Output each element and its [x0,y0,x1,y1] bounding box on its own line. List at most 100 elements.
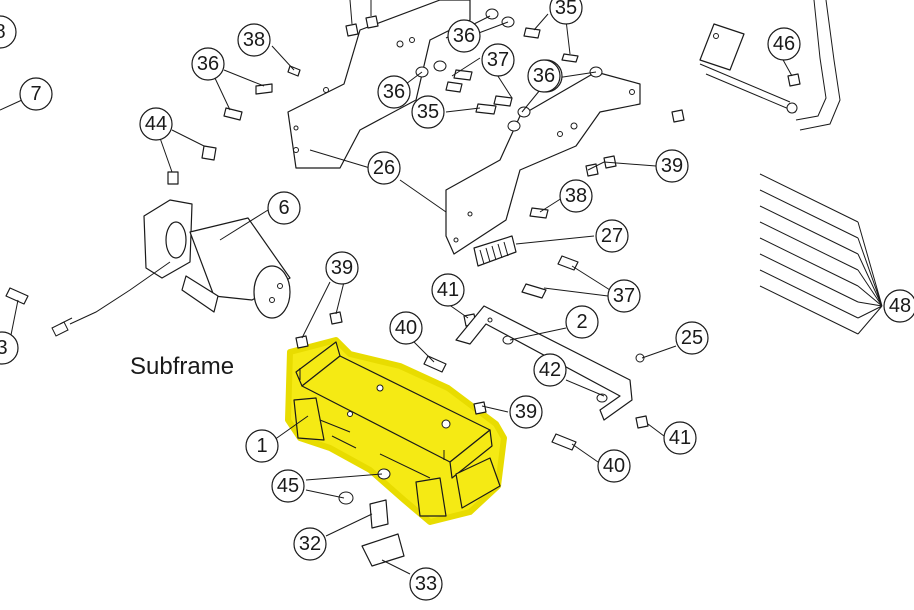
callout-label: 40 [603,455,625,477]
callout-label: 36 [383,81,405,103]
callout-label: 32 [299,533,321,555]
callout-42: 42 [533,353,567,387]
callout-label: 41 [669,427,691,449]
callout-label: 38 [243,29,265,51]
callout-circle [549,0,583,25]
callout-26: 26 [367,151,401,185]
callout-label: 8 [0,21,6,43]
callout-label: 35 [555,0,577,19]
callout-7: 7 [19,77,53,111]
callout-circle [191,47,225,81]
callout-circle [509,395,543,429]
callout-label: 37 [487,49,509,71]
callout-38: 38 [559,179,593,213]
callout-circle [139,107,173,141]
winch-part [51,199,291,337]
callout-circle [411,95,445,129]
callout-38: 38 [237,23,271,57]
callout-35: 35 [549,0,583,25]
handle-part [699,0,841,131]
callout-label: 2 [576,311,587,333]
callout-circle [663,421,697,455]
callout-8: 8 [0,15,17,49]
callout-circle [481,43,515,77]
callout-circle [0,331,19,365]
subframe-part [293,341,501,517]
callout-35: 35 [411,95,445,129]
callout-6: 6 [267,191,301,225]
callout-label: 7 [30,83,41,105]
callout-circle [559,179,593,213]
callout-36: 36 [377,75,411,109]
callout-41: 41 [431,273,465,307]
callout-37: 37 [481,43,515,77]
callout-label: 27 [601,225,623,247]
callout-circle [675,321,709,355]
callout-circle [0,15,17,49]
callout-1: 1 [245,429,279,463]
callout-27: 27 [595,219,629,253]
callout-label: 39 [515,401,537,423]
callout-label: 26 [373,157,395,179]
callout-40: 40 [389,311,423,345]
callout-33: 33 [409,567,443,601]
callout-39: 39 [325,251,359,285]
callout-label: 38 [565,185,587,207]
callout-label: 36 [197,53,219,75]
callout-circle [409,567,443,601]
subframe-title: Subframe [130,353,234,380]
callout-label: 1 [256,435,267,457]
callout-circle [767,27,801,61]
callout-label: 39 [331,257,353,279]
callout-label: 35 [417,101,439,123]
callout-40: 40 [597,449,631,483]
callout-label: 44 [145,113,167,135]
callout-circle [271,469,305,503]
callout-label: 48 [889,295,911,317]
callout-label: 39 [661,155,683,177]
callout-label: 36 [533,65,555,87]
callout-48: 48 [883,289,914,323]
callout-32: 32 [293,527,327,561]
callout-label: 25 [681,327,703,349]
callout-label: 37 [613,285,635,307]
callout-circle [237,23,271,57]
callout-circle [527,59,561,93]
clip-parts [361,499,405,567]
callout-label: 41 [437,279,459,301]
callout-label: 36 [453,25,475,47]
callout-label: 40 [395,317,417,339]
callout-circle [267,191,301,225]
callout-circle [325,251,359,285]
callout-circle [607,279,641,313]
callout-circle [245,429,279,463]
callout-36: 36 [527,59,561,93]
callout-36: 36 [447,19,481,53]
callout-2: 2 [565,305,599,339]
callout-circle [447,19,481,53]
callout-circle [883,289,914,323]
bracket-plate-upper [287,0,471,169]
callout-44: 44 [139,107,173,141]
callout-3: 3 [0,331,19,365]
callout-circle [431,273,465,307]
callout-37: 37 [607,279,641,313]
callout-circle [595,219,629,253]
callout-circle [19,77,53,111]
callout-label: 45 [277,475,299,497]
callout-39: 39 [655,149,689,183]
callout-36: 36 [191,47,225,81]
callout-46: 46 [767,27,801,61]
callout-circle [367,151,401,185]
callout-circle [565,305,599,339]
callout-25: 25 [675,321,709,355]
callout-label: 33 [415,573,437,595]
callout-circle [293,527,327,561]
callout-label: 42 [539,359,561,381]
mount-bracket [455,305,633,421]
callout-circle [597,449,631,483]
callout-circle [655,149,689,183]
callout-label: 46 [773,33,795,55]
callout-39: 39 [509,395,543,429]
